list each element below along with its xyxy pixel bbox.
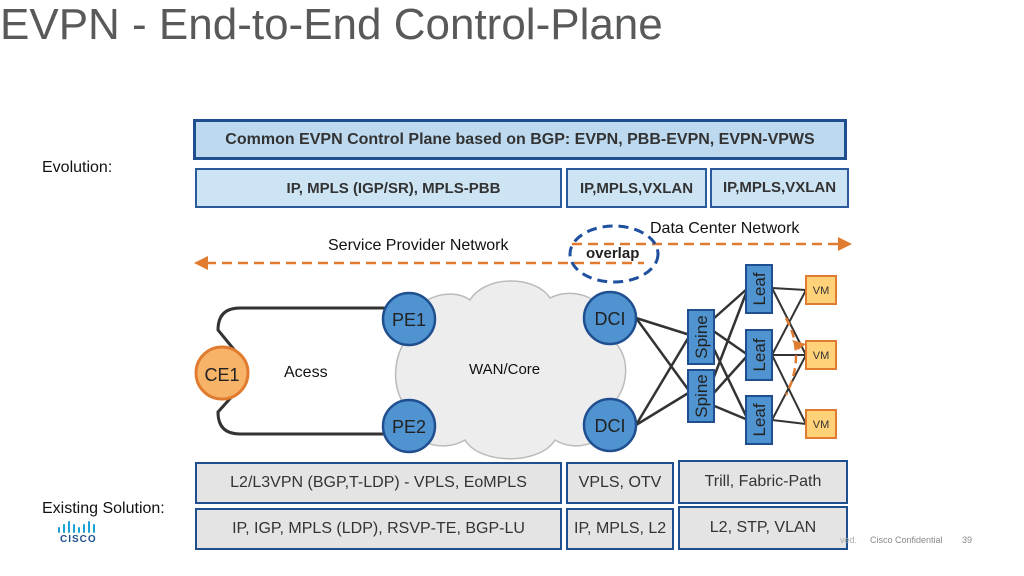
overlap-label: overlap xyxy=(586,245,639,262)
leaf1-label: Leaf xyxy=(750,272,769,305)
existing-sp-bottom-box: IP, IGP, MPLS (LDP), RSVP-TE, BGP-LU xyxy=(195,508,562,550)
vm3-node xyxy=(805,409,837,439)
dc-network-label: Data Center Network xyxy=(650,220,800,237)
spine1-label: Spine xyxy=(692,315,711,358)
evolution-sp-box: IP, MPLS (IGP/SR), MPLS-PBB xyxy=(195,168,562,208)
existing-dci-top-box: VPLS, OTV xyxy=(566,462,674,504)
page-number: 39 xyxy=(962,535,973,545)
ce1-pe2-link xyxy=(216,390,398,436)
vm2-node xyxy=(805,340,837,370)
leaf2-label: Leaf xyxy=(750,338,769,371)
leaf-vm-links xyxy=(771,287,807,425)
overlap-ellipse xyxy=(568,224,660,284)
leaf1-node xyxy=(745,264,773,314)
dci2-label: DCI xyxy=(595,416,626,436)
cisco-logo-text: CISCO xyxy=(60,534,97,545)
spine-leaf-links xyxy=(710,287,750,422)
footer-rights: ved. xyxy=(840,535,858,545)
dci1-node xyxy=(582,290,638,346)
evolution-dc-box: IP,MPLS,VXLAN xyxy=(710,168,849,208)
pe2-label: PE2 xyxy=(392,417,426,437)
page-title: EVPN - End-to-End Control-Plane xyxy=(0,0,663,49)
pe1-label: PE1 xyxy=(392,310,426,330)
existing-dc-bottom-box: L2, STP, VLAN xyxy=(678,506,848,550)
dci2-node xyxy=(582,397,638,453)
wan-core-label: WAN/Core xyxy=(469,361,540,378)
cisco-logo: CISCO xyxy=(56,520,96,546)
cisco-logo-bars xyxy=(58,521,95,533)
sp-network-label: Service Provider Network xyxy=(328,237,509,254)
dci-spine-links xyxy=(634,316,692,427)
dc-arrow-head xyxy=(838,237,852,251)
pe2-node xyxy=(381,398,437,454)
vm-mobility-arc xyxy=(784,317,798,396)
spine2-label: Spine xyxy=(692,374,711,417)
existing-sp-top-box: L2/L3VPN (BGP,T-LDP) - VPLS, EoMPLS xyxy=(195,462,562,504)
evpn-control-plane-banner: Common EVPN Control Plane based on BGP: … xyxy=(193,119,847,160)
evolution-dci-box: IP,MPLS,VXLAN xyxy=(566,168,707,208)
vm1-node xyxy=(805,275,837,305)
dci1-label: DCI xyxy=(595,309,626,329)
ce1-node xyxy=(194,345,250,401)
sp-arrow-head xyxy=(194,256,208,270)
existing-solution-label: Existing Solution: xyxy=(42,500,165,517)
evolution-label: Evolution: xyxy=(42,159,113,176)
leaf3-node xyxy=(745,395,773,445)
spine2-node xyxy=(687,369,715,423)
existing-dc-top-box: Trill, Fabric-Path xyxy=(678,460,848,504)
ce1-pe1-link xyxy=(216,306,404,353)
access-label: Acess xyxy=(284,364,328,381)
ce1-label: CE1 xyxy=(204,365,239,385)
leaf2-node xyxy=(745,329,773,381)
vm2-label: VM xyxy=(813,350,830,362)
vm-mobility-arrow-head xyxy=(792,340,806,350)
leaf3-label: Leaf xyxy=(750,403,769,436)
footer-confidential: Cisco Confidential xyxy=(870,535,943,545)
pe1-node xyxy=(381,291,437,347)
vm1-label: VM xyxy=(813,285,830,297)
existing-dci-bottom-box: IP, MPLS, L2 xyxy=(566,508,674,550)
spine1-node xyxy=(687,309,715,365)
vm3-label: VM xyxy=(813,419,830,431)
